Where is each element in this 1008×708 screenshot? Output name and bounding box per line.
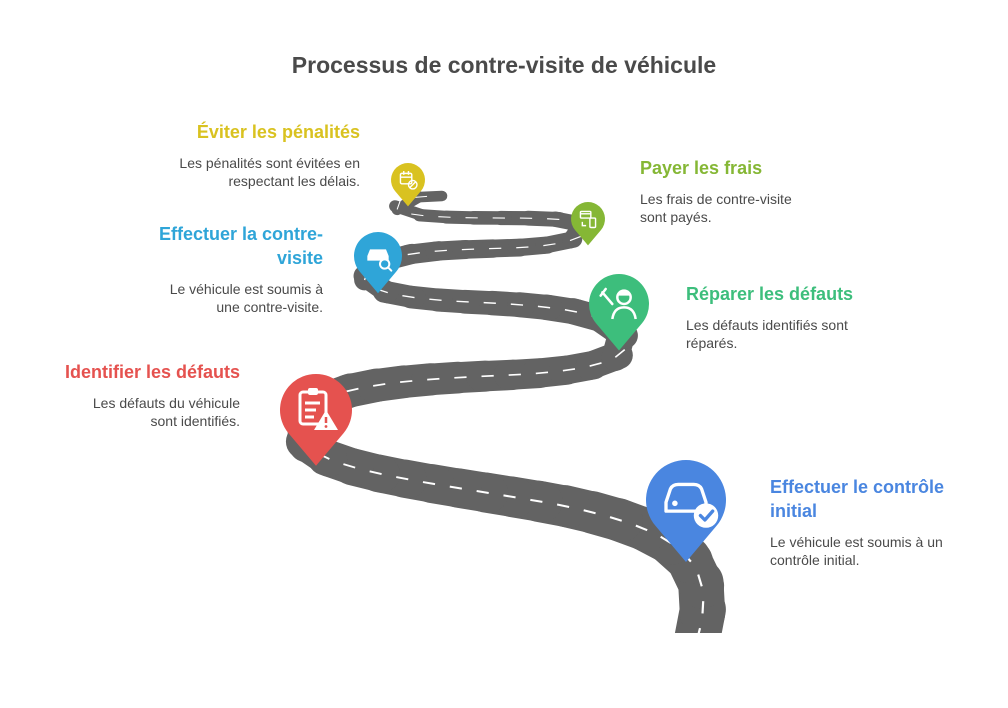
road-center-dash	[697, 627, 702, 633]
road-center-dash	[422, 481, 436, 486]
pin-identifier-defauts	[280, 374, 352, 466]
step-title: Identifier les défauts	[64, 362, 240, 382]
road-center-dash	[569, 235, 582, 242]
road-center-dash	[449, 485, 463, 490]
road-center-dash	[535, 371, 549, 375]
road-center-dash	[537, 305, 551, 309]
road-center-dash	[589, 362, 602, 367]
payment-icon	[579, 210, 597, 229]
step-description: Les pénalités sont évitées en respectant…	[179, 155, 360, 189]
road-center-dash	[583, 509, 596, 515]
road-center-dash	[697, 574, 703, 587]
pin-eviter-penalites	[391, 163, 425, 207]
step-title: Éviter les pénalités	[196, 122, 360, 142]
step-title: Payer les frais	[640, 158, 763, 178]
road-center-dash	[483, 301, 496, 304]
step-title: Effectuer le contrôle initial	[770, 477, 945, 521]
road-center-dash	[701, 601, 705, 614]
car-check-icon	[664, 482, 719, 528]
car-search-icon	[367, 249, 393, 272]
road-center-dash	[414, 195, 428, 198]
step-reparer-defauts: Réparer les défauts Les défauts identifi…	[686, 282, 876, 352]
road-center-dash	[508, 373, 521, 376]
road-center-dash	[400, 380, 413, 384]
step-description: Le véhicule est soumis à un contrôle ini…	[770, 534, 943, 568]
road-center-dash	[402, 294, 415, 299]
pin-controle-initial	[646, 460, 726, 562]
road-center-dash	[373, 383, 386, 387]
road-center-dash	[614, 348, 626, 358]
pin-contre-visite	[354, 232, 402, 294]
step-description: Les défauts du véhicule sont identifiés.	[92, 395, 240, 429]
road-center-dash	[510, 303, 524, 306]
clipboard-warning-icon	[298, 388, 338, 430]
page-title: Processus de contre-visite de véhicule	[291, 52, 717, 78]
road-center-dash	[476, 490, 489, 494]
road-center-dash	[343, 463, 356, 469]
road-center-dash	[562, 368, 576, 372]
mechanic-icon	[599, 287, 637, 320]
road-center-dash	[429, 298, 442, 301]
calendar-block-icon	[399, 171, 418, 190]
road-center-dash	[427, 377, 440, 381]
step-title: Réparer les défauts	[686, 284, 854, 304]
pin-payer-frais	[571, 202, 605, 246]
step-controle-initial: Effectuer le contrôle initial Le véhicul…	[770, 475, 970, 569]
step-eviter-penalites: Éviter les pénalités Les pénalités sont …	[170, 120, 360, 190]
road-center-dash	[438, 216, 451, 218]
step-title: Effectuer la contre-visite	[158, 224, 323, 268]
step-description: Les défauts identifiés sont réparés.	[686, 317, 848, 351]
road-center-dash	[635, 524, 648, 532]
road-center-dash	[530, 498, 543, 503]
road-center-dash	[516, 246, 529, 249]
road-center-dash	[543, 243, 556, 247]
road-center-dash	[411, 213, 424, 217]
pin-reparer-defauts	[589, 274, 649, 351]
road-center-dash	[564, 309, 578, 313]
road-center-dash	[396, 476, 409, 481]
road-center-dash	[503, 494, 516, 499]
road-center-dash	[556, 503, 570, 508]
road-center-dash	[609, 516, 623, 522]
road-center-dash	[481, 374, 494, 378]
road-center-dash	[407, 252, 420, 256]
road-center-dash	[547, 218, 560, 221]
step-description: Les frais de contre-visite sont payés.	[640, 191, 792, 225]
road-center-dash	[369, 470, 382, 475]
step-contre-visite: Effectuer la contre-visite Le véhicule e…	[143, 222, 323, 316]
step-payer-frais: Payer les frais Les frais de contre-visi…	[640, 156, 815, 226]
road-center-dash	[434, 249, 447, 252]
road-center-dash	[454, 376, 467, 379]
road-center-dash	[346, 387, 359, 393]
step-description: Le véhicule est soumis à une contre-visi…	[169, 281, 323, 315]
road-center-dash	[396, 200, 401, 210]
step-identifier-defauts: Identifier les défauts Les défauts du vé…	[40, 360, 240, 430]
road-center-dash	[456, 300, 469, 303]
